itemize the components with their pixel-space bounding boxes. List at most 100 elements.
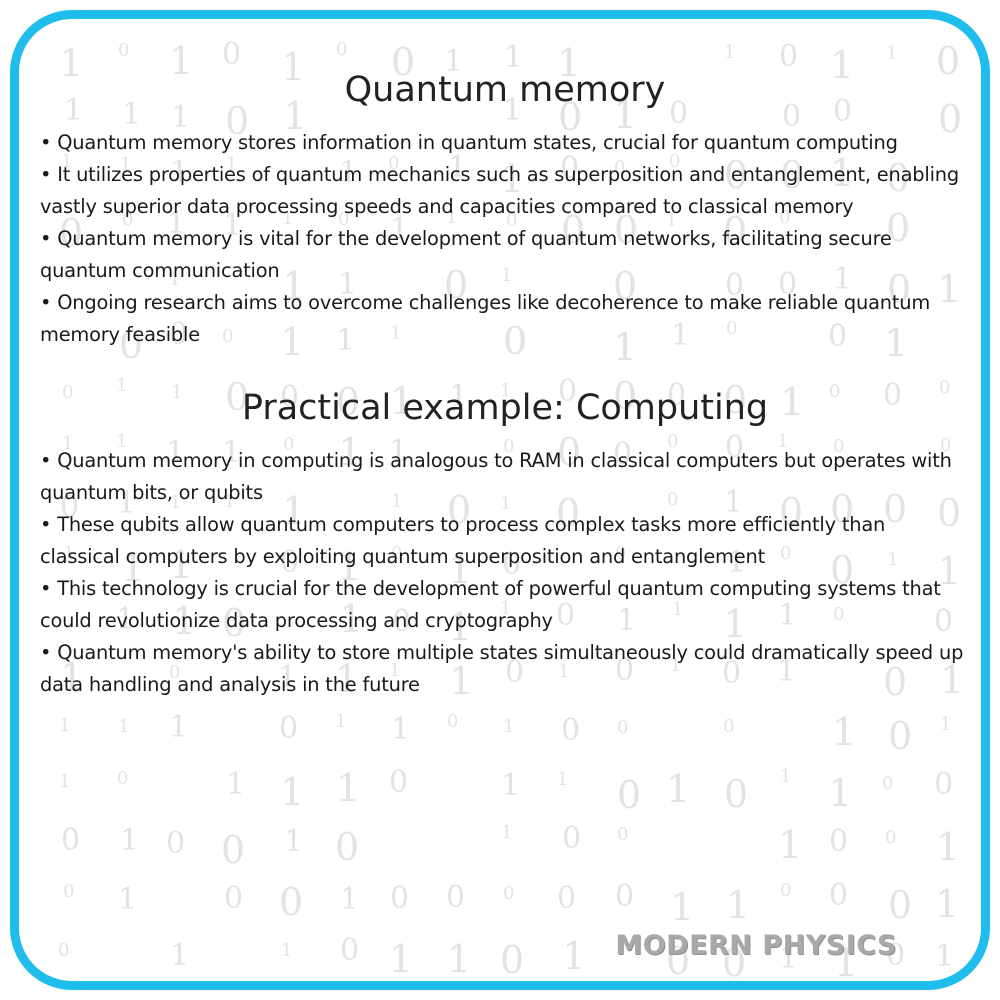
binary-digit: 0 — [500, 938, 525, 982]
binary-digit: 0 — [391, 40, 416, 84]
binary-digit: 0 — [829, 381, 841, 402]
binary-digit: 1 — [779, 941, 799, 976]
binary-digit: 0 — [723, 378, 748, 422]
binary-digit: 1 — [167, 206, 187, 241]
binary-digit: 1 — [724, 42, 736, 63]
binary-digit: 1 — [444, 44, 464, 79]
binary-digit: 1 — [777, 431, 789, 452]
binary-digit: 0 — [614, 208, 639, 252]
binary-digit: 1 — [62, 433, 74, 454]
binary-digit: 0 — [117, 768, 129, 789]
binary-digit: 0 — [667, 489, 679, 510]
binary-digit: 1 — [280, 770, 305, 814]
binary-digit: 1 — [448, 548, 473, 592]
binary-digit: 1 — [335, 711, 347, 732]
binary-digit: 1 — [501, 822, 513, 843]
binary-digit: 0 — [63, 881, 75, 902]
binary-digit: 0 — [340, 933, 360, 968]
binary-digit: 0 — [503, 883, 515, 904]
binary-digit: 0 — [59, 211, 84, 255]
binary-digit: 1 — [169, 39, 194, 83]
binary-digit: 0 — [338, 209, 350, 230]
binary-digit: 0 — [446, 880, 466, 915]
binary-digit: 1 — [778, 598, 798, 633]
binary-digit: 0 — [830, 487, 855, 531]
binary-digit: 0 — [782, 99, 802, 134]
binary-digit: 1 — [118, 716, 130, 737]
binary-digit: 0 — [882, 773, 894, 794]
binary-digit: 1 — [448, 150, 468, 185]
binary-digit: 0 — [556, 491, 581, 535]
binary-digit: 0 — [617, 824, 629, 845]
binary-digit: 0 — [335, 825, 360, 869]
binary-digit: 0 — [829, 878, 849, 913]
binary-digit: 1 — [61, 151, 73, 172]
binary-digit: 1 — [282, 489, 307, 533]
content: Quantum memory • Quantum memory stores i… — [40, 19, 970, 701]
binary-digit: 1 — [283, 94, 308, 138]
binary-digit: 1 — [389, 660, 401, 681]
binary-digit: 1 — [170, 155, 190, 190]
binary-digit: 0 — [617, 717, 629, 738]
binary-digit: 0 — [723, 716, 735, 737]
bullet-item: • Quantum memory stores information in q… — [40, 131, 898, 154]
binary-digit: 1 — [336, 323, 356, 358]
binary-digit: 0 — [615, 879, 635, 914]
bullet-item: • These qubits allow quantum computers t… — [40, 513, 886, 568]
binary-digit: 1 — [226, 154, 238, 175]
binary-digit: 1 — [500, 598, 512, 619]
binary-digit: 1 — [170, 938, 190, 973]
binary-digit: 0 — [939, 377, 951, 398]
binary-digit: 0 — [726, 318, 738, 339]
binary-digit: 1 — [284, 824, 304, 859]
binary-digit: 0 — [444, 263, 469, 307]
binary-digit: 0 — [886, 938, 906, 973]
binary-digit: 0 — [780, 880, 792, 901]
binary-digit: 0 — [119, 323, 144, 367]
binary-digit: 1 — [59, 771, 71, 792]
binary-digit: 1 — [558, 661, 570, 682]
binary-digit: 0 — [617, 773, 642, 817]
binary-digit: 0 — [725, 268, 745, 303]
binary-digit: 1 — [278, 660, 298, 695]
binary-digit: 1 — [60, 655, 85, 699]
binary-digit: 0 — [723, 209, 748, 253]
binary-digit: 1 — [778, 823, 803, 867]
binary-digit: 1 — [884, 321, 909, 365]
binary-digit: 1 — [64, 93, 84, 128]
binary-digit: 0 — [613, 437, 633, 472]
binary-digit: 1 — [833, 262, 853, 297]
binary-digit: 0 — [224, 881, 244, 916]
binary-digit: 0 — [222, 37, 242, 72]
binary-digit: 0 — [388, 153, 400, 174]
binary-digit: 0 — [560, 151, 580, 186]
binary-digit: 1 — [557, 769, 569, 790]
binary-digit: 0 — [885, 827, 897, 848]
binary-digit: 0 — [503, 319, 528, 363]
binary-digit: 1 — [500, 493, 512, 514]
binary-digit: 1 — [389, 937, 414, 981]
binary-digit: 0 — [505, 655, 525, 690]
binary-digit: 0 — [279, 880, 304, 924]
binary-digit: 0 — [166, 826, 186, 861]
binary-digit: 0 — [558, 374, 578, 409]
binary-digit: 0 — [883, 378, 903, 413]
binary-digit: 1 — [500, 157, 525, 201]
bullet-list-quantum-memory: • Quantum memory stores information in q… — [40, 127, 970, 351]
binary-digit: 0 — [833, 604, 845, 625]
binary-digit: 1 — [116, 602, 136, 637]
binary-digit: 1 — [390, 323, 402, 344]
binary-digit: 0 — [938, 97, 963, 141]
binary-digit: 1 — [390, 379, 415, 423]
bullet-item: • Quantum memory's ability to store mult… — [40, 641, 964, 696]
binary-digit: 0 — [779, 490, 804, 534]
binary-digit: 0 — [561, 713, 581, 748]
binary-digit: 1 — [830, 151, 855, 195]
binary-digit: 0 — [561, 208, 586, 252]
binary-digit: 0 — [780, 543, 792, 564]
binary-digit: 0 — [615, 543, 627, 564]
binary-digit: 1 — [338, 430, 363, 474]
binary-digit: 0 — [562, 821, 582, 856]
bullet-list-practical-example: • Quantum memory in computing is analogo… — [40, 445, 970, 701]
